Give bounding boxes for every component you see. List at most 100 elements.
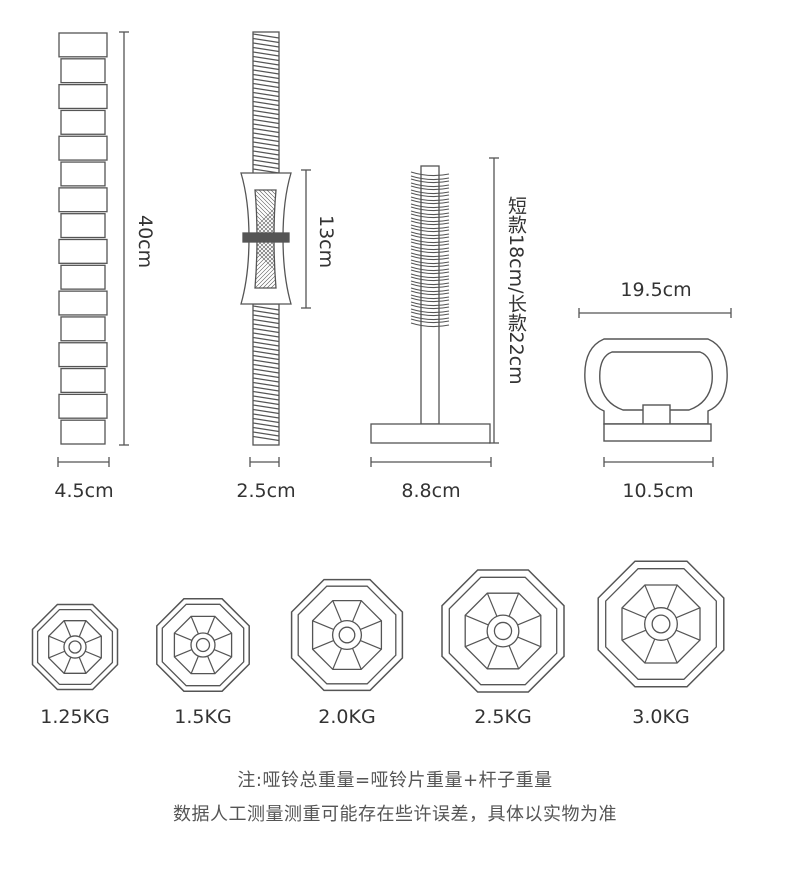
bolt-coil (410, 297, 450, 307)
knurl-line (255, 190, 276, 288)
bolt-coil (410, 227, 450, 237)
knurl-line (295, 190, 393, 288)
bolt-coil (410, 241, 450, 251)
thread-line (252, 381, 280, 388)
thread-line (252, 318, 280, 325)
thread-line (252, 100, 280, 107)
thread-line (252, 372, 280, 379)
bolt-length-label: 短款18cm/长款22cm (505, 196, 527, 385)
thread-line (252, 37, 280, 44)
bolt-coil (410, 262, 450, 272)
note-line-2: 数据人工测量测重可能存在些许误差，具体以实物为准 (173, 804, 617, 825)
handle-segment (58, 238, 108, 264)
thread-line (252, 96, 280, 102)
rod-width-dim (249, 457, 280, 467)
bolt-coil (410, 192, 450, 202)
thread-line (252, 163, 280, 170)
thread-line (252, 73, 280, 80)
plate-3 (290, 578, 404, 692)
thread-line (252, 435, 280, 442)
bolt-coil (410, 248, 450, 258)
plate-label-2: 1.5KG (174, 706, 232, 728)
handle-width-label: 4.5cm (54, 480, 114, 502)
thread-line (252, 145, 280, 152)
handle-segment (58, 187, 108, 213)
plate-label-5: 3.0KG (632, 706, 690, 728)
bolt-coil (410, 318, 450, 328)
bolt-coil (410, 269, 450, 279)
note-line-1: 注:哑铃总重量=哑铃片重量+杆子重量 (237, 770, 553, 791)
bolt-coil (410, 220, 450, 230)
thread-line (252, 354, 280, 361)
thread-line (252, 332, 280, 338)
handle-segment (60, 213, 106, 239)
handle-segment (60, 161, 106, 187)
thread-line (252, 327, 280, 334)
thread-line (252, 168, 280, 174)
thread-line (252, 78, 280, 84)
knurl-line (299, 190, 397, 288)
thread-line (252, 359, 280, 365)
bolt-width-dim (370, 457, 492, 467)
handle-segment (60, 264, 106, 290)
bolt-coil (410, 290, 450, 300)
kettlebell-handle (584, 338, 728, 442)
thread-line (252, 431, 280, 437)
rod-thread-top (252, 33, 280, 174)
thread-line (252, 132, 280, 138)
thread-line (252, 399, 280, 406)
plate-label-1: 1.25KG (40, 706, 110, 728)
knurl-line (327, 190, 425, 288)
knurl-line (255, 190, 276, 288)
bolt-coil (410, 171, 450, 181)
bolt-coil (410, 283, 450, 293)
bolt-coil (410, 276, 450, 286)
thread-line (252, 159, 280, 165)
thread-line (252, 309, 280, 316)
handle-segment (58, 290, 108, 316)
bolt-coil (410, 234, 450, 244)
thread-line (252, 154, 280, 161)
handle-segment (60, 367, 106, 394)
thread-line (252, 404, 280, 410)
kettlebell-top-dim (578, 308, 732, 318)
knurl-line (255, 190, 276, 288)
knurl-line (335, 190, 433, 288)
handle-bar (58, 32, 108, 445)
thread-line (252, 377, 280, 383)
thread-line (252, 413, 280, 419)
knurl-line (295, 190, 393, 288)
kettlebell-base-label: 10.5cm (622, 480, 694, 502)
bolt-length-dim (489, 157, 499, 444)
knurl-line (335, 190, 433, 288)
thread-line (252, 118, 280, 125)
bolt-coil (410, 185, 450, 195)
knurl-line (255, 190, 276, 288)
knurl-line (255, 190, 276, 288)
knurl-line (299, 190, 397, 288)
handle-segment (60, 316, 106, 342)
bolt-coil (410, 213, 450, 223)
thread-line (252, 127, 280, 134)
handle-segment (58, 342, 108, 368)
bolt-coil (410, 304, 450, 314)
thread-line (252, 105, 280, 111)
rod-width-label: 2.5cm (236, 480, 296, 502)
thread-line (252, 350, 280, 356)
thread-line (252, 386, 280, 392)
knurl-line (255, 190, 276, 288)
thread-line (252, 305, 280, 311)
thread-line (252, 87, 280, 93)
thread-line (252, 422, 280, 428)
thread-line (252, 368, 280, 374)
handle-segment (60, 109, 106, 135)
thread-line (252, 336, 280, 343)
thread-line (252, 42, 280, 48)
plate-2 (156, 598, 250, 692)
plate-label-4: 2.5KG (474, 706, 532, 728)
handle-segment (60, 58, 106, 84)
bolt-coil (410, 255, 450, 265)
bolt-coil (410, 206, 450, 216)
grip-length-label: 13cm (315, 215, 337, 269)
